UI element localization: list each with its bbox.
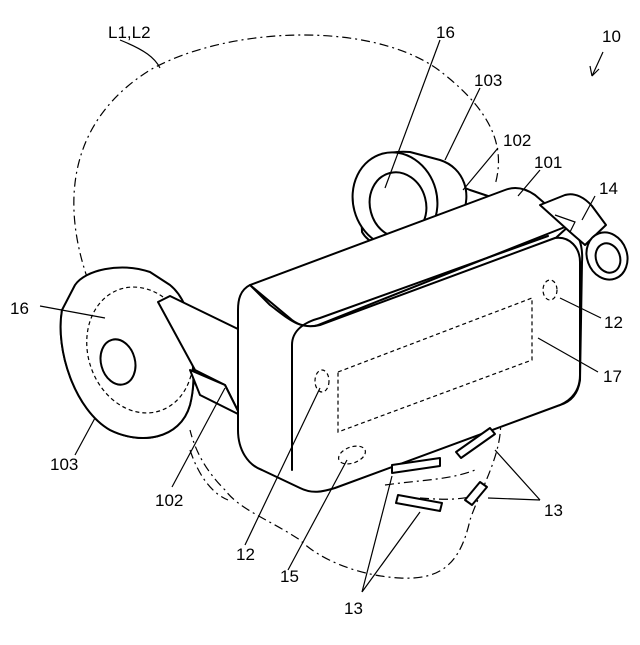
label-101: 101 — [534, 153, 562, 172]
label-102-bottom: 102 — [155, 491, 183, 510]
label-16-left: 16 — [10, 299, 29, 318]
label-12-bottom: 12 — [236, 545, 255, 564]
label-13-right: 13 — [544, 501, 563, 520]
label-13-bottom: 13 — [344, 599, 363, 618]
label-103-left: 103 — [50, 455, 78, 474]
label-17: 17 — [603, 367, 622, 386]
label-14: 14 — [599, 179, 618, 198]
label-15: 15 — [280, 567, 299, 586]
label-12-right: 12 — [604, 313, 623, 332]
label-103-top: 103 — [474, 71, 502, 90]
label-102-top: 102 — [503, 131, 531, 150]
label-l1l2: L1,L2 — [108, 23, 151, 42]
label-device-10: 10 — [602, 27, 621, 46]
label-16-top: 16 — [436, 23, 455, 42]
